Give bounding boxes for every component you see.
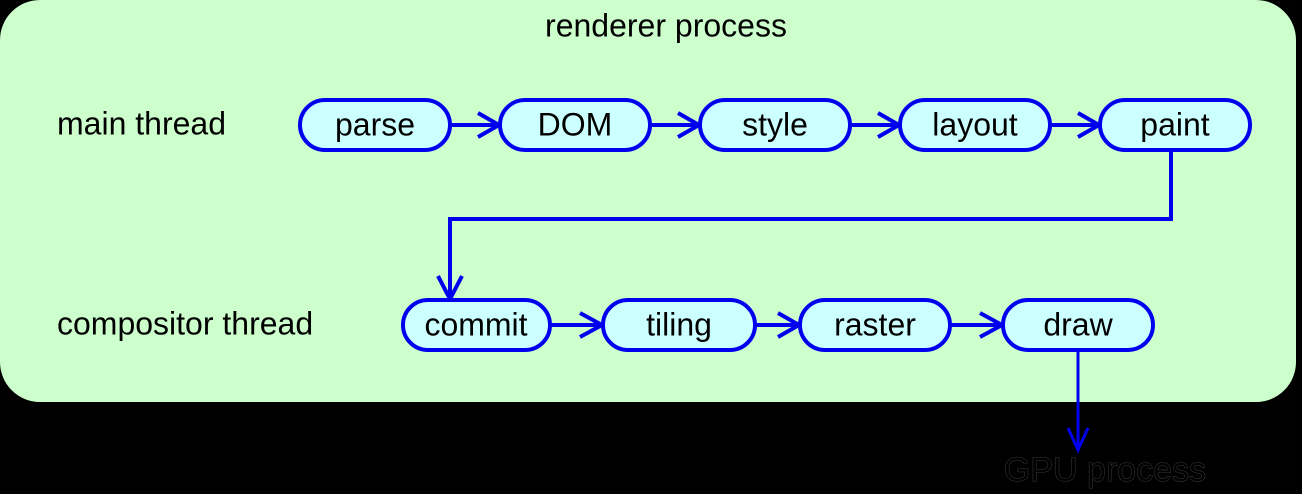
row-label-compositor-thread: compositor thread [57, 305, 313, 341]
node-style[interactable]: style [698, 98, 852, 152]
node-tiling-shape[interactable] [601, 298, 757, 352]
edge-draw-to-gpu-process [1066, 350, 1090, 454]
node-commit-shape[interactable] [401, 298, 552, 352]
node-paint-shape[interactable] [1098, 98, 1252, 152]
node-paint-label: paint [1140, 106, 1210, 142]
node-draw-shape[interactable] [1001, 298, 1155, 352]
renderer-process-title: renderer process [545, 7, 787, 43]
node-style-label: style [742, 106, 808, 142]
node-parse-label: parse [335, 106, 415, 142]
node-paint[interactable]: paint [1098, 98, 1252, 152]
row-main-thread-nodes: parse DOM style layout paint [298, 98, 1252, 152]
node-tiling-label: tiling [646, 306, 712, 342]
node-parse-shape[interactable] [298, 98, 452, 152]
row-compositor-thread-nodes: commit tiling raster draw [401, 298, 1155, 352]
node-dom-shape[interactable] [498, 98, 652, 152]
row-label-main-thread: main thread [57, 105, 226, 141]
node-layout-label: layout [932, 106, 1018, 142]
node-dom-label: DOM [538, 106, 613, 142]
node-layout-shape[interactable] [898, 98, 1052, 152]
node-raster[interactable]: raster [798, 298, 952, 352]
node-raster-label: raster [834, 306, 916, 342]
node-layout[interactable]: layout [898, 98, 1052, 152]
node-commit-label: commit [424, 306, 527, 342]
node-raster-shape[interactable] [798, 298, 952, 352]
node-dom[interactable]: DOM [498, 98, 652, 152]
node-parse[interactable]: parse [298, 98, 452, 152]
node-draw-label: draw [1043, 306, 1113, 342]
node-commit[interactable]: commit [401, 298, 552, 352]
row-labels: main thread compositor thread [57, 105, 313, 341]
gpu-process-label-group: GPU process [1004, 451, 1207, 490]
node-draw[interactable]: draw [1001, 298, 1155, 352]
gpu-process-label: GPU process [1004, 451, 1206, 489]
node-style-shape[interactable] [698, 98, 852, 152]
node-tiling[interactable]: tiling [601, 298, 757, 352]
